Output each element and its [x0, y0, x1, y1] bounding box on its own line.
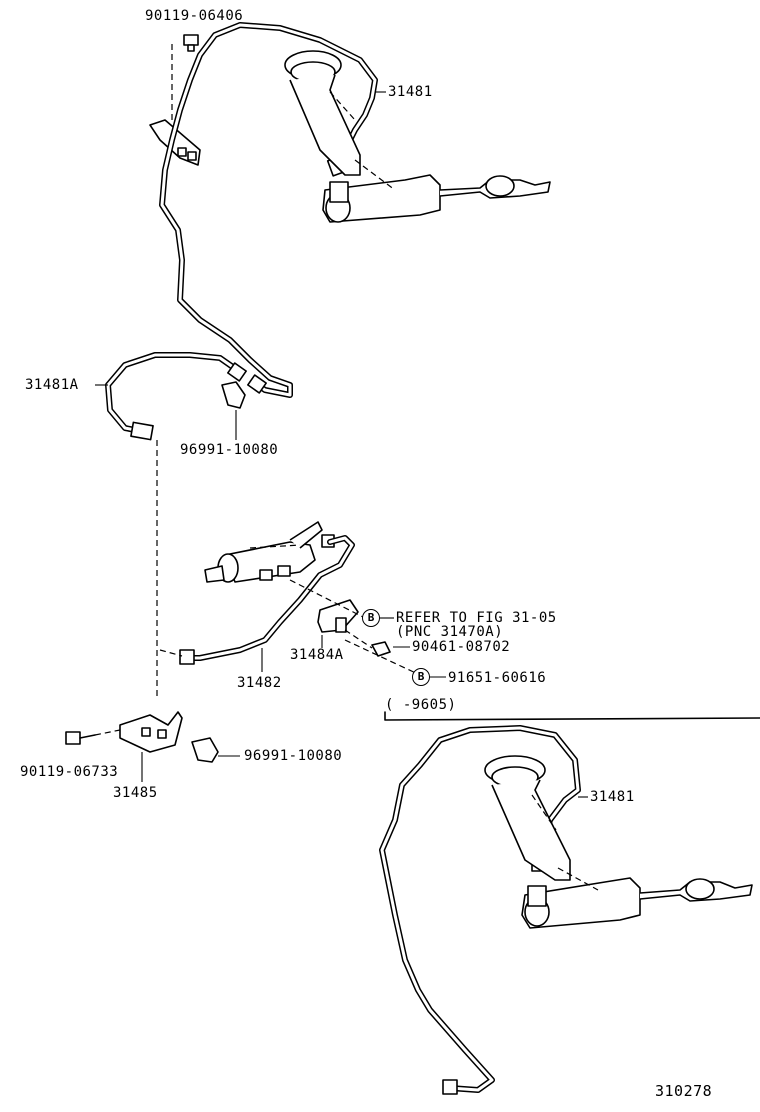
- tube-31481-upper: [159, 22, 378, 398]
- clip-lower: [191, 737, 219, 763]
- label-range-9605: ( -9605): [385, 697, 457, 713]
- bracket-31485: [119, 711, 183, 753]
- label-tube-31482: 31482: [237, 675, 282, 691]
- clamp-upper: [149, 119, 201, 166]
- label-bolt-91651-60616: 91651-60616: [448, 670, 547, 686]
- hose-31481a: [105, 352, 247, 441]
- master-cylinder-lower: [484, 755, 753, 929]
- label-refer: REFER TO FIG 31-05: [396, 610, 557, 626]
- label-clip-90461-08702: 90461-08702: [412, 639, 511, 655]
- label-bracket-31484a: 31484A: [290, 647, 344, 663]
- clip-small: [371, 641, 391, 657]
- label-pnc: (PNC 31470A): [396, 624, 504, 640]
- b-marker-1: B: [362, 609, 380, 627]
- figure-number: 310278: [655, 1082, 713, 1100]
- label-bolt-90119-06733: 90119-06733: [20, 764, 119, 780]
- tube-31482: [179, 535, 355, 665]
- master-cylinder-upper: [284, 50, 551, 223]
- label-bracket-31485: 31485: [113, 785, 158, 801]
- clip-upper: [221, 381, 246, 440]
- label-clip-96991-10080-upper: 96991-10080: [180, 442, 279, 458]
- label-hose-31481a: 31481A: [25, 377, 79, 393]
- bracket-31484a: [317, 599, 359, 633]
- label-bolt-90119-06406: 90119-06406: [145, 8, 244, 24]
- release-cylinder: [204, 521, 335, 583]
- b-marker-2: B: [412, 668, 430, 686]
- label-tube-31481-top: 31481: [388, 84, 433, 100]
- bolt-bottom: [65, 731, 96, 745]
- label-clip-96991-10080-lower: 96991-10080: [244, 748, 343, 764]
- bolt-top: [183, 34, 199, 52]
- label-tube-31481-bottom: 31481: [590, 789, 635, 805]
